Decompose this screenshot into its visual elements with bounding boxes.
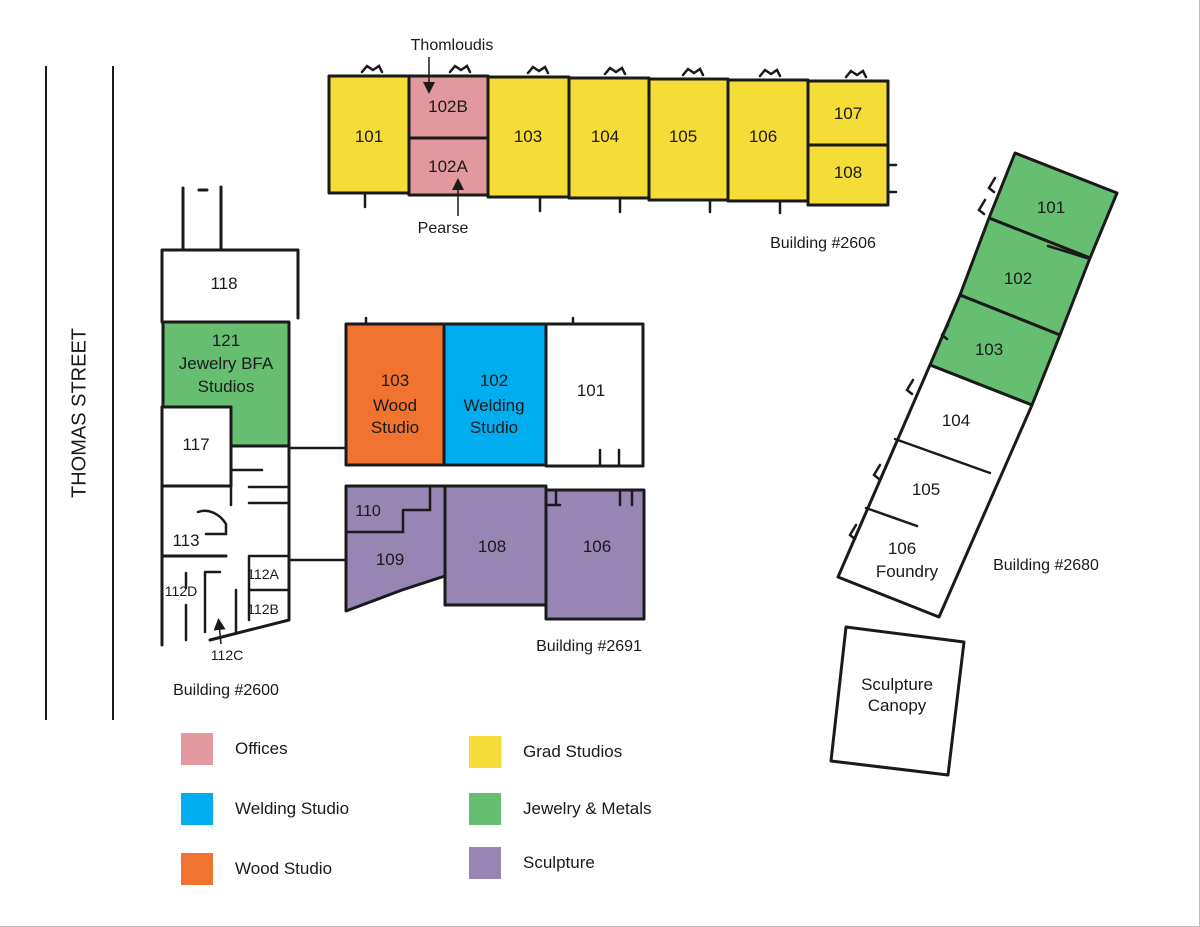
room-2606-108[interactable]: [806, 143, 890, 207]
room-label-2606-103: 103: [514, 127, 542, 146]
building-label-2680: Building #2680: [993, 557, 1099, 574]
callout-thomloudis: Thomloudis: [411, 37, 494, 54]
callout-arrow-112c: [213, 618, 226, 645]
legend-item-sculpture: Sculpture: [469, 847, 595, 879]
room-label-2606-102a: 102A: [428, 157, 468, 176]
room-label-2600-121-num: 121: [212, 331, 240, 350]
room-label-2691-102-l2: Studio: [470, 418, 518, 437]
room-label-2691-102-num: 102: [480, 371, 508, 390]
room-label-2691-103-num: 103: [381, 371, 409, 390]
room-label-2680-101: 101: [1037, 198, 1065, 217]
legend-item-welding: Welding Studio: [181, 793, 349, 825]
room-label-2600-112b: 112B: [247, 601, 279, 617]
room-label-2691-101: 101: [577, 381, 605, 400]
room-label-2680-104: 104: [942, 411, 970, 430]
room-label-2680-106-num: 106: [888, 539, 916, 558]
legend-swatch-wood: [181, 853, 213, 885]
room-label-2600-113: 113: [172, 531, 199, 550]
room-2606-103[interactable]: [486, 75, 571, 199]
callout-pearse: Pearse: [418, 220, 469, 237]
room-label-2606-106: 106: [749, 127, 777, 146]
legend-swatch-welding: [181, 793, 213, 825]
room-2691-102[interactable]: [442, 322, 548, 467]
legend-swatch-grad: [469, 736, 501, 768]
room-label-2691-103-l1: Wood: [373, 396, 417, 415]
room-label-2600-112c: 112C: [211, 647, 243, 663]
room-label-2691-108: 108: [478, 537, 506, 556]
room-2606-102a[interactable]: [407, 136, 490, 197]
legend-item-wood: Wood Studio: [181, 853, 332, 885]
room-2680-lower[interactable]: [836, 363, 1034, 619]
room-2691-101[interactable]: [544, 322, 645, 468]
building-label-2606: Building #2606: [770, 235, 876, 252]
room-label-2606-104: 104: [591, 127, 619, 146]
legend-swatch-jewelry: [469, 793, 501, 825]
room-label-2606-108: 108: [834, 163, 862, 182]
building-2680: 101 102 103 104 105 106 Foundry Building…: [836, 151, 1119, 619]
legend-label-welding: Welding Studio: [235, 799, 350, 818]
room-2691-109-110[interactable]: [344, 484, 447, 613]
legend-item-jewelry: Jewelry & Metals: [469, 793, 651, 825]
room-label-2691-102-l1: Welding: [463, 396, 524, 415]
legend-item-grad: Grad Studios: [469, 736, 622, 768]
room-2691-106[interactable]: [544, 488, 646, 621]
room-label-2680-106-name: Foundry: [876, 562, 939, 581]
room-label-2600-112a: 112A: [247, 566, 279, 582]
room-label-2691-106: 106: [583, 537, 611, 556]
legend-swatch-sculpture: [469, 847, 501, 879]
room-label-2600-112d: 112D: [165, 583, 197, 599]
building-label-2691: Building #2691: [536, 638, 642, 655]
room-label-2606-101: 101: [355, 127, 383, 146]
room-label-2600-121-l1: Jewelry BFA: [179, 354, 274, 373]
building-label-2600: Building #2600: [173, 682, 279, 699]
room-2606-106[interactable]: [726, 78, 810, 203]
building-2691: 103 Wood Studio 102 Welding Studio 101 1…: [344, 316, 646, 655]
room-label-2680-103: 103: [975, 340, 1003, 359]
room-2600-113[interactable]: [160, 484, 233, 558]
canopy-label-l1: Sculpture: [861, 675, 933, 694]
room-2606-105[interactable]: [647, 77, 730, 202]
legend-label-sculpture: Sculpture: [523, 853, 595, 872]
legend-label-jewelry: Jewelry & Metals: [523, 799, 652, 818]
sculpture-canopy[interactable]: Sculpture Canopy: [829, 625, 966, 777]
room-label-2600-121-l2: Studios: [198, 377, 255, 396]
building-2606: 101 102B 102A 103 104 105 106 107 108 Th…: [327, 37, 898, 252]
room-label-2680-102: 102: [1004, 269, 1032, 288]
room-2691-103[interactable]: [344, 322, 446, 467]
room-label-2606-102b: 102B: [428, 97, 468, 116]
room-label-2691-103-l2: Studio: [371, 418, 419, 437]
canopy-label-l2: Canopy: [868, 696, 927, 715]
room-label-2606-105: 105: [669, 127, 697, 146]
legend-label-grad: Grad Studios: [523, 742, 623, 761]
legend-swatch-offices: [181, 733, 213, 765]
room-label-2691-109: 109: [376, 550, 404, 569]
legend-label-offices: Offices: [235, 739, 288, 758]
room-label-2600-117: 117: [182, 435, 209, 454]
room-label-2606-107: 107: [834, 104, 862, 123]
room-label-2691-110: 110: [355, 503, 381, 520]
room-label-2600-118: 118: [210, 274, 237, 293]
legend-label-wood: Wood Studio: [235, 859, 333, 878]
legend-item-offices: Offices: [181, 733, 288, 765]
building-2600: 118 121 Jewelry BFA Studios 117 113 112A…: [160, 185, 348, 699]
room-label-2680-105: 105: [912, 480, 940, 499]
room-2600-118[interactable]: [160, 248, 300, 324]
thomas-street: THOMAS STREET: [45, 66, 114, 720]
street-name: THOMAS STREET: [68, 328, 90, 498]
